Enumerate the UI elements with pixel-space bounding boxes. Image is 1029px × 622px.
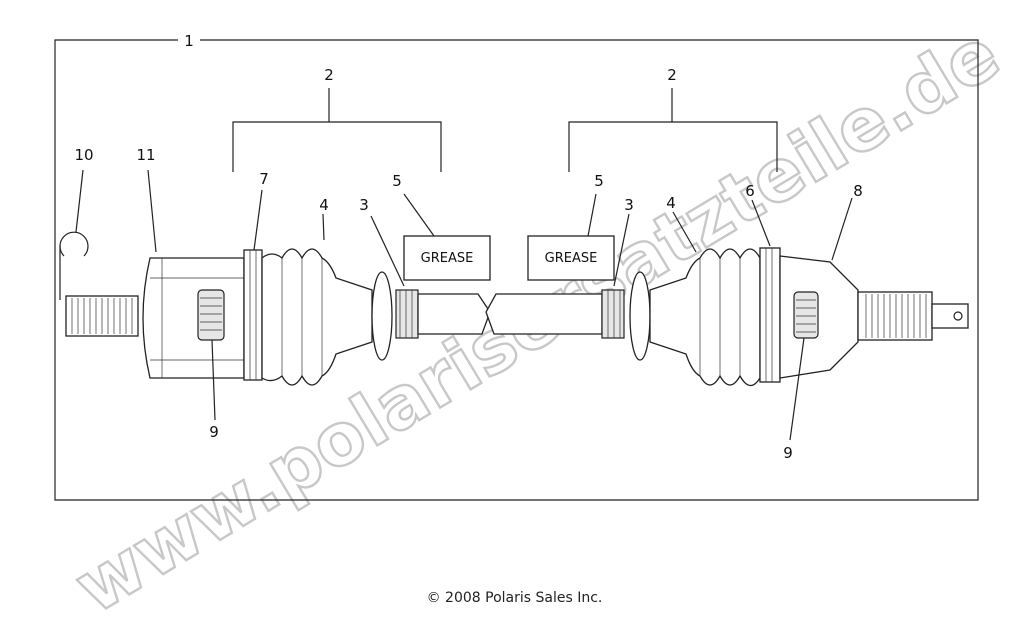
grease-label-right: GREASE bbox=[545, 251, 598, 266]
grease-box-right bbox=[527, 235, 615, 281]
cage-right bbox=[793, 291, 819, 339]
callout-1: 1 bbox=[184, 32, 194, 50]
inner-spline-lines bbox=[71, 298, 133, 334]
copyright: © 2008 Polaris Sales Inc. bbox=[426, 590, 603, 606]
callout-11: 11 bbox=[136, 146, 155, 164]
callout-2-left: 2 bbox=[324, 66, 334, 84]
clamp-large-left bbox=[243, 249, 263, 381]
boot-kit-bracket-right bbox=[568, 88, 778, 172]
boot-right-neck bbox=[629, 271, 651, 361]
callout-7: 7 bbox=[259, 170, 269, 188]
callout-3-right: 3 bbox=[624, 196, 634, 214]
callout-6: 6 bbox=[745, 182, 755, 200]
boot-left bbox=[261, 248, 373, 386]
grease-box-left bbox=[403, 235, 491, 281]
callout-10: 10 bbox=[74, 146, 93, 164]
callout-9-right: 9 bbox=[783, 444, 793, 462]
circlip bbox=[59, 231, 89, 257]
callout-2-right: 2 bbox=[667, 66, 677, 84]
callout-3-left: 3 bbox=[359, 196, 369, 214]
callout-9-left: 9 bbox=[209, 423, 219, 441]
shaft bbox=[417, 293, 491, 335]
callout-8: 8 bbox=[853, 182, 863, 200]
boot-left-neck bbox=[371, 271, 393, 361]
outer-cv-housing bbox=[779, 255, 859, 379]
assembly-frame bbox=[54, 39, 979, 501]
clamp-small-left bbox=[395, 289, 419, 339]
shaft-right-section bbox=[485, 293, 603, 335]
callout-4-right: 4 bbox=[666, 194, 676, 212]
leader-lines bbox=[59, 169, 853, 441]
boot-kit-bracket-left bbox=[232, 88, 442, 172]
outer-stub-spline bbox=[857, 291, 933, 341]
callout-4-left: 4 bbox=[319, 196, 329, 214]
inner-cv-housing bbox=[142, 257, 245, 379]
cage-left bbox=[197, 289, 225, 341]
clamp-small-right bbox=[601, 289, 625, 339]
grease-label-left: GREASE bbox=[421, 251, 474, 266]
callout-5-right: 5 bbox=[594, 172, 604, 190]
callout-5-left: 5 bbox=[392, 172, 402, 190]
clamp-large-right bbox=[759, 247, 781, 383]
